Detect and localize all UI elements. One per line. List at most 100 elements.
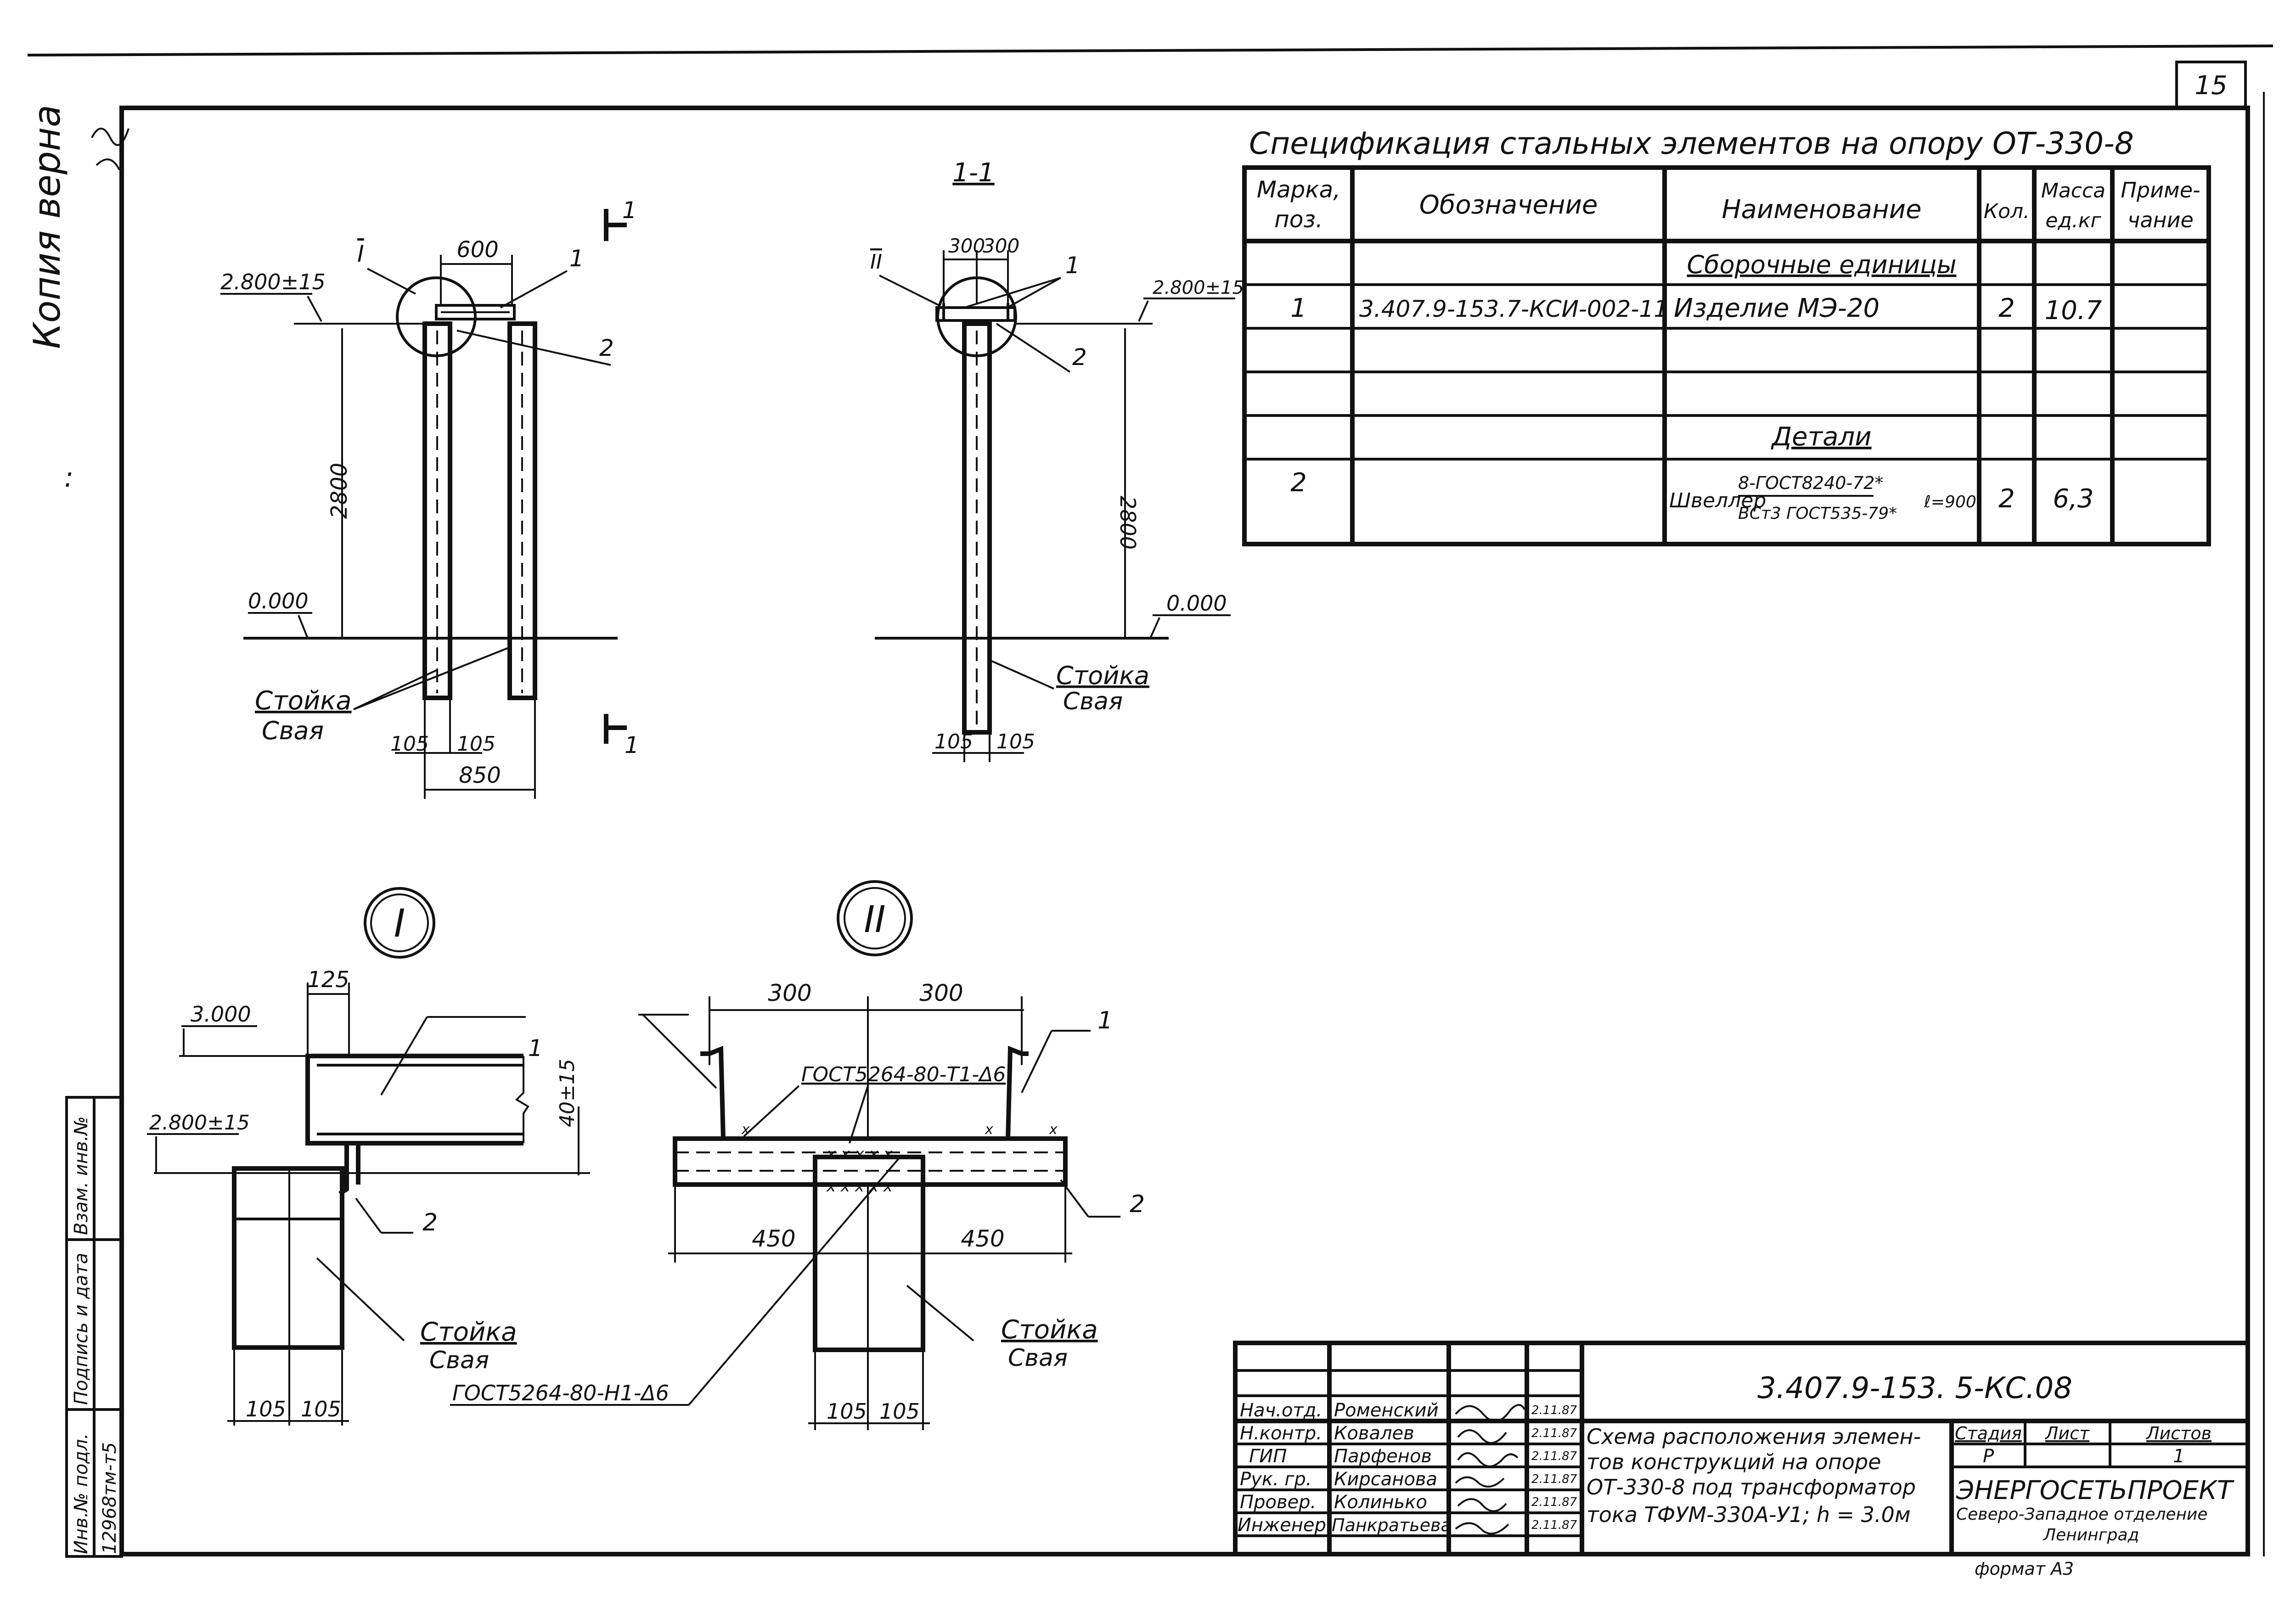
detail-I-level-2800: 2.800±15 <box>149 1111 250 1134</box>
detail-II-dim-300a: 300 <box>768 980 811 1006</box>
detail-I-label-svaya: Свая <box>429 1347 489 1374</box>
stage-label: Стадия <box>1955 1423 2022 1443</box>
hdr-mark-1: Марка, <box>1257 176 1340 203</box>
detail-I-label-stoika: Стойка <box>420 1317 517 1347</box>
date-3: 2.11.87 <box>1531 1472 1577 1486</box>
title-line-3: тока ТФУМ-330А-У1; h = 3.0м <box>1587 1502 1911 1527</box>
row2-name-prefix: Швеллер <box>1669 489 1766 512</box>
section-height: 2800 <box>1115 496 1140 550</box>
detail-I-dim-105b: 105 <box>301 1397 341 1421</box>
detail-I-mark: I <box>394 901 405 946</box>
hdr-designation: Обозначение <box>1419 190 1598 220</box>
date-2: 2.11.87 <box>1531 1449 1577 1463</box>
date-0: 2.11.87 <box>1531 1404 1577 1417</box>
detail-II-label-stoika: Стойка <box>1001 1315 1098 1345</box>
signature-icons <box>1455 1404 1525 1535</box>
row1-pos: 1 <box>1290 293 1307 323</box>
org-branch: Северо-Западное отделение <box>1956 1505 2208 1524</box>
strip-label-inv: Инв.№ подл. <box>71 1433 92 1554</box>
detail-I-pos2: 2 <box>422 1209 438 1236</box>
detail-II-dim-450a: 450 <box>752 1225 795 1252</box>
group-assembly: Сборочные единицы <box>1687 250 1956 279</box>
detail-II-weld-marks-bottom: x x x x x <box>826 1177 893 1196</box>
hdr-name: Наименование <box>1722 195 1921 225</box>
section-dim-105a: 105 <box>934 730 973 753</box>
sheet-number-box <box>2175 61 2247 109</box>
section-view: 1-1 II 300 300 1 2 2.800±15 2800 0.000 С… <box>870 158 1244 762</box>
hdr-mark-2: поз. <box>1274 206 1323 233</box>
hdr-note-1: Приме- <box>2121 178 2200 202</box>
front-dim-105b: 105 <box>457 732 495 756</box>
front-pos1: 1 <box>569 245 584 272</box>
row2-name-top: 8-ГОСТ8240-72* <box>1738 473 1884 493</box>
front-height: 2800 <box>326 463 352 519</box>
role-0: Нач.отд. <box>1240 1400 1322 1421</box>
left-strip: Инв.№ подл. Подпись и дата Взам. инв.№ 1… <box>65 1096 123 1558</box>
hdr-note-2: чание <box>2127 208 2194 232</box>
detail-I-mark-circle <box>364 887 435 959</box>
sheets-value: 1 <box>2173 1446 2184 1467</box>
section-mark-bottom: 1 <box>625 732 639 758</box>
svg-text:x: x <box>1049 1122 1058 1138</box>
front-pos2: 2 <box>599 335 614 361</box>
org-city: Ленинград <box>2043 1526 2139 1544</box>
name-0: Роменский <box>1334 1400 1439 1421</box>
title-line-2: ОТ-330-8 под трансформатор <box>1587 1475 1916 1499</box>
callout-I-label: I <box>357 241 364 267</box>
org-name: ЭНЕРГОСЕТЬПРОЕКТ <box>1956 1476 2234 1505</box>
detail-I-pos1: 1 <box>528 1035 543 1061</box>
name-5: Панкратьева <box>1332 1515 1452 1535</box>
front-level-top: 2.800±15 <box>220 270 326 294</box>
title-line-0: Схема расположения элемен- <box>1587 1424 1921 1449</box>
section-pos1: 1 <box>1065 252 1080 279</box>
role-3: Рук. гр. <box>1240 1469 1312 1490</box>
margin-dots: : <box>64 461 73 494</box>
format-label: формат А3 <box>1975 1559 2074 1579</box>
detail-II: II 300 300 x x x x x x x x x x x x x ГОС… <box>638 880 1145 1430</box>
section-mark-top: 1 <box>622 197 637 224</box>
strip-label-replace: Взам. инв.№ <box>71 1116 92 1235</box>
section-dim-105b: 105 <box>996 730 1035 753</box>
detail-II-label-svaya: Свая <box>1008 1344 1068 1372</box>
row2-pos: 2 <box>1290 468 1307 498</box>
role-5: Инженер <box>1238 1515 1326 1536</box>
role-2: ГИП <box>1249 1446 1287 1467</box>
detail-II-pos1: 1 <box>1097 1007 1113 1034</box>
role-1: Н.контр. <box>1240 1423 1322 1444</box>
front-label-svaya: Свая <box>262 716 324 745</box>
detail-I-level-3000: 3.000 <box>191 1002 251 1027</box>
section-level-zero: 0.000 <box>1166 591 1227 616</box>
row2-name-bottom: ВСт3 ГОСТ535-79* <box>1738 504 1897 523</box>
row1-name: Изделие МЭ-20 <box>1674 293 1880 323</box>
title-block: 3.407.9-153. 5-КС.08 Нач.отд. Н.контр. Г… <box>1233 1341 2250 1579</box>
spec-title: Спецификация стальных элементов на опору… <box>1249 126 2134 161</box>
detail-II-dim-300b: 300 <box>919 980 963 1006</box>
detail-I-dim-40: 40±15 <box>556 1059 579 1127</box>
strip-inv-value: 12968тм-т5 <box>99 1442 120 1554</box>
front-label-stoika: Стойка <box>255 686 352 716</box>
detail-II-pos2: 2 <box>1130 1191 1145 1218</box>
sheet-number: 15 <box>2195 71 2227 101</box>
detail-II-dim-105a: 105 <box>827 1399 867 1424</box>
callout-circle-I <box>396 276 477 357</box>
front-dim-105a: 105 <box>390 732 429 756</box>
section-label-svaya: Свая <box>1063 688 1123 715</box>
section-level-top: 2.800±15 <box>1153 277 1244 298</box>
row1-qty: 2 <box>1998 293 2015 323</box>
hdr-mass-2: ед.кг <box>2045 209 2101 232</box>
date-4: 2.11.87 <box>1531 1495 1577 1509</box>
sheets-label: Листов <box>2145 1423 2212 1443</box>
front-dim-850: 850 <box>459 763 501 788</box>
detail-II-weld-marks-top: x x x x x <box>826 1145 893 1163</box>
section-pos2: 2 <box>1072 344 1087 371</box>
detail-I-dim-125: 125 <box>307 967 349 993</box>
row1-mass: 10.7 <box>2045 296 2102 326</box>
section-label-stoika: Стойка <box>1056 661 1149 690</box>
hdr-mass-1: Масса <box>2041 179 2105 202</box>
approval-signature-icon <box>91 128 129 170</box>
section-dim-300a: 300 <box>948 235 985 257</box>
strip-label-sign: Подпись и дата <box>71 1253 92 1405</box>
title-line-1: тов конструкций на опоре <box>1587 1449 1881 1474</box>
detail-II-weld: ГОСТ5264-80-Т1-Δ6 <box>801 1063 1006 1086</box>
detail-II-mark-circle <box>837 880 913 956</box>
